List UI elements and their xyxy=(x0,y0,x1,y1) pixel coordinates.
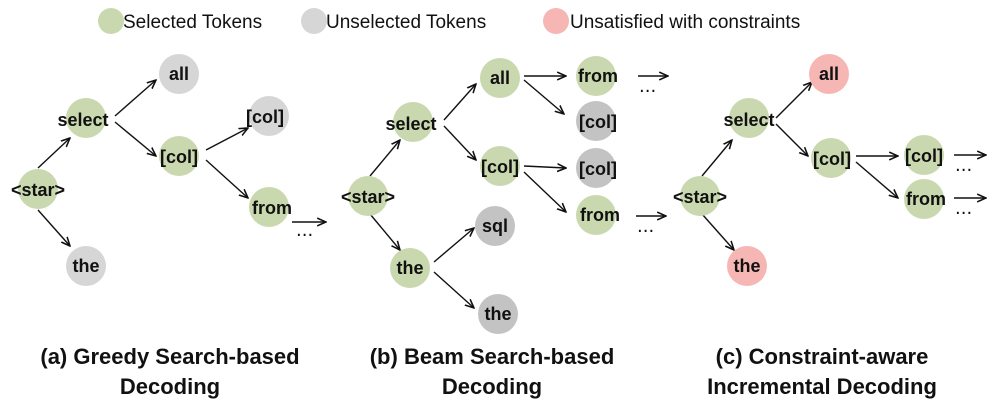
legend-selected-swatch xyxy=(98,8,124,34)
edge-b-star-select xyxy=(369,140,400,177)
panel-b-edges xyxy=(369,76,668,308)
node-a-all xyxy=(159,54,199,94)
edge-b-all-col-a xyxy=(523,79,564,114)
label-b-from2: from xyxy=(580,205,620,225)
node-b-sql xyxy=(475,206,515,246)
ellipsis-c2: ... xyxy=(955,198,972,219)
node-c-select xyxy=(729,98,769,138)
label-c-col: [col] xyxy=(813,149,851,169)
label-a-col2: [col] xyxy=(246,107,284,127)
caption-a-line1: (a) Greedy Search-based xyxy=(40,344,299,369)
label-a-all: all xyxy=(169,64,189,84)
edge-a-col-from xyxy=(205,159,248,198)
captions: (a) Greedy Search-based Decoding (b) Bea… xyxy=(40,344,937,399)
label-c-star: <star> xyxy=(673,187,727,207)
label-b-col-a: [col] xyxy=(579,112,617,132)
node-b-the2 xyxy=(478,294,518,334)
node-a-col xyxy=(159,136,199,176)
label-a-select: select xyxy=(57,110,108,130)
panel-a-nodes xyxy=(18,54,289,286)
label-b-the: the xyxy=(397,258,424,278)
node-c-the xyxy=(727,246,767,286)
node-b-from2 xyxy=(576,195,616,235)
edge-a-select-all xyxy=(114,80,156,117)
caption-b-line1: (b) Beam Search-based xyxy=(370,344,615,369)
label-b-star: <star> xyxy=(341,187,395,207)
edge-c-col-from xyxy=(855,161,898,198)
legend-selected-label: Selected Tokens xyxy=(123,12,262,33)
panel-c-edges xyxy=(701,82,986,250)
edge-a-star-the xyxy=(37,209,70,246)
caption-c-line1: (c) Constraint-aware xyxy=(716,344,929,369)
label-c-from: from xyxy=(906,189,946,209)
label-c-select: select xyxy=(723,110,774,130)
label-b-all: all xyxy=(490,68,510,88)
edge-b-the-sql xyxy=(433,228,474,263)
node-a-star xyxy=(18,169,58,209)
panel-a-labels: <star> select the all [col] [col] from .… xyxy=(11,64,313,276)
node-b-col-b xyxy=(576,148,616,188)
edge-b-the-the2 xyxy=(433,271,474,308)
node-b-col xyxy=(480,146,520,186)
label-b-from1: from xyxy=(578,66,618,86)
caption-a-line2: Decoding xyxy=(120,374,220,399)
panel-b-nodes xyxy=(348,56,616,334)
label-b-col-b: [col] xyxy=(579,159,617,179)
panel-a-edges xyxy=(37,80,326,246)
label-b-sql: sql xyxy=(482,216,508,236)
label-a-from: from xyxy=(252,198,292,218)
caption-b-line2: Decoding xyxy=(442,374,542,399)
ellipsis-a: ... xyxy=(296,220,313,241)
edge-b-col-from2 xyxy=(523,171,566,212)
label-a-col: [col] xyxy=(160,147,198,167)
label-b-select: select xyxy=(385,114,436,134)
label-c-col2: [col] xyxy=(905,146,943,166)
edge-b-select-all xyxy=(443,84,476,121)
node-b-from1 xyxy=(576,56,616,96)
label-a-the: the xyxy=(73,256,100,276)
label-c-all: all xyxy=(819,64,839,84)
node-a-the xyxy=(66,246,106,286)
label-a-star: <star> xyxy=(11,180,65,200)
ellipsis-b2: ... xyxy=(637,216,654,237)
edge-b-col-col-b xyxy=(523,166,566,168)
node-b-the xyxy=(390,248,430,288)
panel-c-labels: <star> select the all [col] [col] from .… xyxy=(673,64,972,276)
edge-b-select-col xyxy=(443,125,476,160)
edge-a-select-col xyxy=(114,121,156,156)
panel-c-nodes xyxy=(680,54,944,286)
ellipsis-c1: ... xyxy=(955,155,972,176)
legend-unsatisfied-label: Unsatisfied with constraints xyxy=(570,12,800,33)
node-a-col2 xyxy=(249,96,289,136)
edge-c-star-select xyxy=(701,140,732,177)
node-b-select xyxy=(393,102,433,142)
node-b-star xyxy=(348,176,388,216)
label-c-the: the xyxy=(734,256,761,276)
legend-unselected-label: Unselected Tokens xyxy=(326,12,486,33)
label-b-col: [col] xyxy=(481,157,519,177)
node-c-col2 xyxy=(904,135,944,175)
edge-c-star-the xyxy=(701,213,734,250)
node-a-select xyxy=(66,98,106,138)
node-c-col xyxy=(811,138,851,178)
edge-c-select-col xyxy=(775,123,808,156)
ellipsis-b1: ... xyxy=(639,76,656,97)
edge-a-star-select xyxy=(37,138,70,169)
node-b-all xyxy=(480,58,520,98)
legend-unsatisfied-swatch xyxy=(543,8,569,34)
legend: Selected Tokens Unselected Tokens Unsati… xyxy=(98,8,800,34)
edge-b-star-the xyxy=(369,213,400,250)
node-c-from xyxy=(904,179,944,219)
node-c-star xyxy=(680,176,720,216)
node-b-col-a xyxy=(576,101,616,141)
edge-a-col-col2 xyxy=(205,128,248,151)
edge-c-select-all xyxy=(775,82,812,119)
node-c-all xyxy=(809,54,849,94)
legend-unselected-swatch xyxy=(301,8,327,34)
caption-c-line2: Incremental Decoding xyxy=(707,374,937,399)
node-a-from xyxy=(249,187,289,227)
label-b-the2: the xyxy=(485,304,512,324)
panel-b-labels: <star> select the all [col] sql the from… xyxy=(341,66,656,324)
